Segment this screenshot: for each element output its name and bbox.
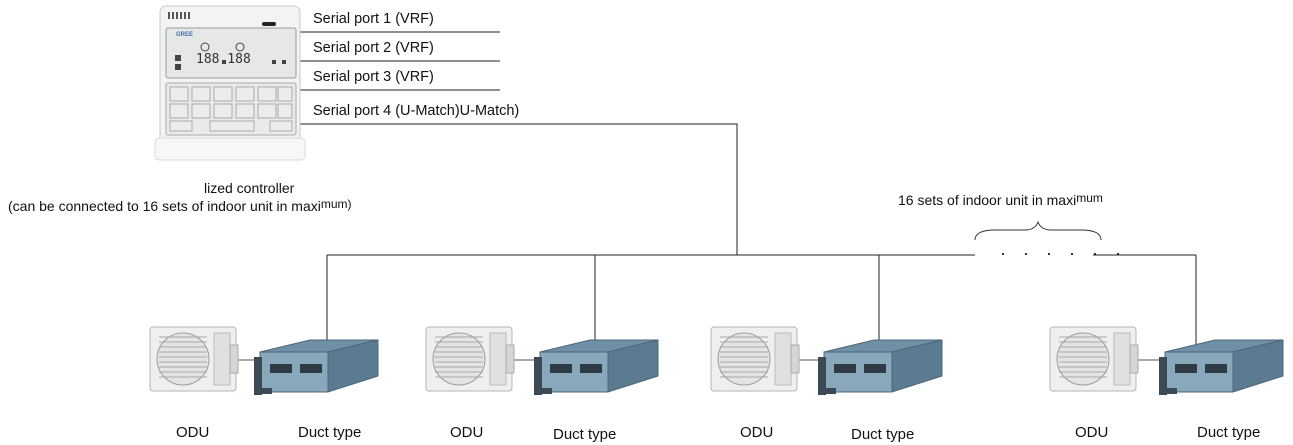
lcd-readout: 188 188 bbox=[196, 52, 251, 67]
controller-caption-main: (can be connected to 16 sets of indoor u… bbox=[8, 198, 321, 214]
duct-label-1: Duct type bbox=[298, 424, 362, 441]
odu-unit bbox=[149, 326, 239, 392]
duct-label-4: Duct type bbox=[1197, 424, 1261, 441]
duct-unit bbox=[534, 339, 659, 395]
port-1-label: Serial port 1 (VRF) bbox=[313, 11, 434, 27]
controller-keypad bbox=[165, 82, 297, 136]
port-4-trunk bbox=[300, 123, 738, 255]
duct-unit bbox=[818, 339, 943, 395]
wired-controller bbox=[154, 5, 306, 161]
max-note-tail: mum bbox=[1076, 191, 1103, 205]
odu-unit bbox=[710, 326, 800, 392]
port-3-label: Serial port 3 (VRF) bbox=[313, 69, 434, 85]
duct-label-2: Duct type bbox=[553, 426, 617, 443]
max-note-main: 16 sets of indoor unit in maxi bbox=[898, 192, 1077, 208]
controller-caption-line2: (can be connected to 16 sets of indoor u… bbox=[8, 197, 352, 215]
brand-logo: GREE bbox=[176, 32, 194, 38]
duct-unit bbox=[254, 339, 379, 395]
group-brace bbox=[974, 220, 1102, 241]
port-2-label: Serial port 2 (VRF) bbox=[313, 40, 434, 56]
controller-caption-line1: lized controller bbox=[204, 180, 295, 196]
odu-unit bbox=[425, 326, 515, 392]
odu-unit bbox=[1049, 326, 1139, 392]
odu-label-4: ODU bbox=[1075, 424, 1109, 441]
lcd-display bbox=[165, 27, 297, 79]
duct-unit bbox=[1159, 339, 1284, 395]
max-note: 16 sets of indoor unit in maximum bbox=[898, 191, 1103, 208]
vent-slots-icon bbox=[168, 12, 190, 19]
duct-label-3: Duct type bbox=[851, 426, 915, 443]
controller-caption-tail: mum) bbox=[320, 197, 352, 211]
odu-label-1: ODU bbox=[176, 424, 210, 441]
odu-label-3: ODU bbox=[740, 424, 774, 441]
more-units-ellipsis: · · · · · · bbox=[1000, 243, 1127, 263]
port-4-label: Serial port 4 (U-Match)U-Match) bbox=[313, 103, 520, 119]
odu-label-2: ODU bbox=[450, 424, 484, 441]
